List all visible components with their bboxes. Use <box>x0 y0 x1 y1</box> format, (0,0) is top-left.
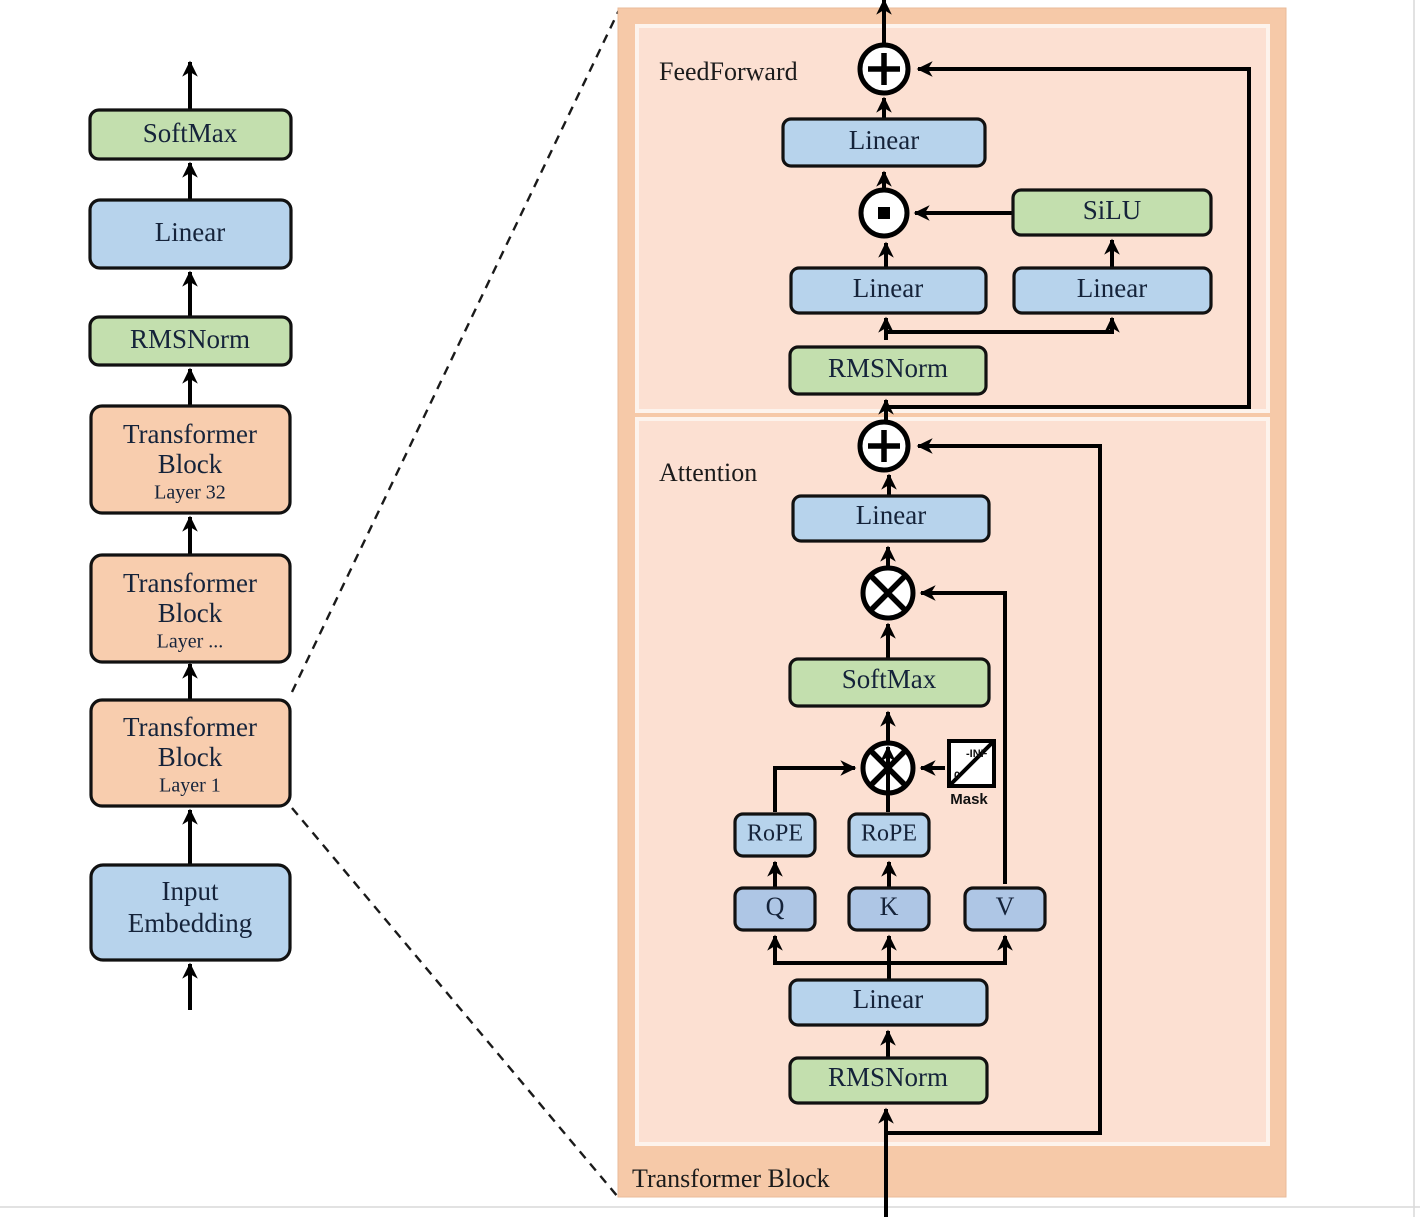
node-ff-silu-label: SiLU <box>1083 195 1142 225</box>
node-ff-linear-up[interactable]: Linear <box>1012 266 1213 315</box>
node-proj-k[interactable]: K <box>847 886 931 932</box>
mask-lower-value: 0 <box>954 770 960 782</box>
node-ff-linear-up-label: Linear <box>1077 273 1147 303</box>
wire-ff-residual <box>884 61 1251 409</box>
panel-outer-label: Transformer Block <box>632 1164 830 1193</box>
node-blockdots-title-line1: Transformer <box>123 568 257 598</box>
node-block32-title-line2: Block <box>158 449 223 479</box>
node-rope-q[interactable]: RoPE <box>733 812 817 858</box>
callout-line-bottom <box>291 807 619 1198</box>
mask-label: Mask <box>950 791 988 808</box>
node-rmsnorm-final-label: RMSNorm <box>130 324 250 354</box>
node-rope-k-label: RoPE <box>861 821 917 847</box>
attention-section: Linear SoftMax <box>733 419 1102 1217</box>
node-proj-v[interactable]: V <box>963 886 1047 932</box>
wire-ropeq-to-mulqk <box>773 760 857 812</box>
model-overview-stack: SoftMax Linear RMSNorm Transformer Block… <box>88 60 293 1010</box>
dot-glyph <box>878 207 890 219</box>
node-transformer-block-1[interactable]: Transformer Block Layer 1 <box>89 698 292 808</box>
node-proj-v-label: V <box>996 892 1015 921</box>
node-ff-rmsnorm-label: RMSNorm <box>828 353 948 383</box>
op-feedforward-add <box>857 42 911 96</box>
op-attention-add <box>857 419 911 473</box>
panel-feedforward-label: FeedForward <box>659 57 798 86</box>
node-block32-title-line1: Transformer <box>123 419 257 449</box>
node-proj-q-label: Q <box>766 892 785 921</box>
node-blockdots-title-line2: Block <box>158 598 223 628</box>
node-embed-title-line2: Embedding <box>128 908 252 938</box>
wire-attn-residual <box>886 438 1102 1135</box>
node-ff-rmsnorm[interactable]: RMSNorm <box>788 345 988 396</box>
node-attn-linear-out[interactable]: Linear <box>791 494 991 543</box>
node-ff-silu[interactable]: SiLU <box>1011 188 1213 237</box>
node-attn-rmsnorm[interactable]: RMSNorm <box>788 1056 989 1105</box>
wire-ffrms-to-linearup <box>886 316 1120 334</box>
node-ff-linear-out-label: Linear <box>849 125 919 155</box>
node-softmax-label: SoftMax <box>143 118 238 148</box>
node-rope-k[interactable]: RoPE <box>847 812 931 858</box>
panel-attention-label: Attention <box>659 458 757 487</box>
op-feedforward-elementwise-multiply <box>858 187 910 239</box>
node-ff-linear-out[interactable]: Linear <box>781 117 987 168</box>
node-block1-title-line2: Block <box>158 742 223 772</box>
node-transformer-block-dots[interactable]: Transformer Block Layer ... <box>89 553 292 664</box>
node-rope-q-label: RoPE <box>747 821 803 847</box>
node-attn-softmax[interactable]: SoftMax <box>788 657 991 708</box>
node-block32-sublabel: Layer 32 <box>154 482 226 504</box>
mask-icon: 0 -INF Mask <box>947 739 996 808</box>
node-block1-title-line1: Transformer <box>123 712 257 742</box>
mask-upper-value: -INF <box>966 748 988 760</box>
node-attn-linear-in-label: Linear <box>853 984 923 1014</box>
node-attn-linear-in[interactable]: Linear <box>788 978 989 1027</box>
node-rmsnorm-final[interactable]: RMSNorm <box>88 315 293 367</box>
node-attn-rmsnorm-label: RMSNorm <box>828 1062 948 1092</box>
node-attn-softmax-label: SoftMax <box>842 664 937 694</box>
node-attn-linear-out-label: Linear <box>856 500 926 530</box>
node-embed-title-line1: Input <box>162 876 219 906</box>
node-softmax[interactable]: SoftMax <box>88 108 293 161</box>
callout-line-top <box>290 7 622 693</box>
feedforward-section: Linear SiLU Linear <box>781 0 1251 424</box>
node-ff-linear-gate-label: Linear <box>853 273 923 303</box>
node-input-embedding[interactable]: Input Embedding <box>89 863 292 962</box>
wire-v-to-mulv <box>919 585 1007 884</box>
node-linear-head-label: Linear <box>155 217 225 247</box>
node-blockdots-sublabel: Layer ... <box>157 631 224 653</box>
node-block1-sublabel: Layer 1 <box>159 775 221 797</box>
node-proj-k-label: K <box>880 892 899 921</box>
node-transformer-block-32[interactable]: Transformer Block Layer 32 <box>89 404 292 515</box>
node-ff-linear-gate[interactable]: Linear <box>789 266 988 315</box>
node-linear-head[interactable]: Linear <box>88 198 293 270</box>
node-proj-q[interactable]: Q <box>733 886 817 932</box>
op-attention-value-multiply <box>860 565 916 621</box>
